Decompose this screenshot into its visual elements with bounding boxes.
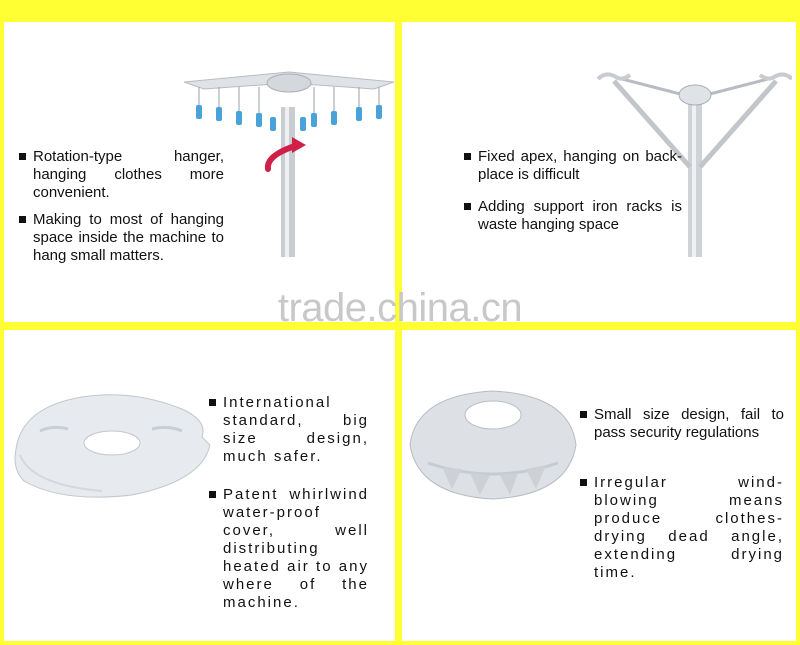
bullet-marker-icon bbox=[464, 153, 471, 160]
round-cover-image bbox=[409, 390, 577, 500]
bullet-marker-icon bbox=[209, 491, 216, 498]
rotation-arrow-icon bbox=[264, 137, 306, 172]
bullet-item: Making to most of hanging space inside t… bbox=[19, 211, 224, 265]
panel-round-cover: Small size design, fail to pass security… bbox=[402, 330, 796, 641]
bullet-marker-icon bbox=[19, 216, 26, 223]
fixed-hanger-image bbox=[596, 72, 792, 257]
rotating-hanger-image bbox=[183, 71, 395, 257]
bullet-item: Small size design, fail to pass security… bbox=[580, 406, 784, 442]
bullet-marker-icon bbox=[580, 411, 587, 418]
bullet-item: Adding support iron racks is waste hangi… bbox=[464, 198, 682, 234]
bullet-item: Fixed apex, hanging on back-place is dif… bbox=[464, 148, 682, 184]
bullet-item: Irregular wind-blowing means produce clo… bbox=[580, 474, 784, 582]
bullet-marker-icon bbox=[19, 153, 26, 160]
bullet-item: International standard, big size design,… bbox=[209, 394, 369, 466]
whirlwind-cover-image bbox=[14, 394, 211, 498]
panel-whirlwind-cover: International standard, big size design,… bbox=[4, 330, 395, 641]
panel-fixed-hanger: Fixed apex, hanging on back-place is dif… bbox=[402, 22, 796, 322]
panel-rotation-hanger: Rotation-type hanger, hanging clothes mo… bbox=[4, 22, 395, 322]
bullet-marker-icon bbox=[209, 399, 216, 406]
bullet-item: Patent whirlwind water-proof cover, well… bbox=[209, 486, 369, 612]
bullet-item: Rotation-type hanger, hanging clothes mo… bbox=[19, 148, 224, 202]
bullet-marker-icon bbox=[464, 203, 471, 210]
watermark: trade.china.cn bbox=[277, 286, 523, 330]
bullet-marker-icon bbox=[580, 479, 587, 486]
